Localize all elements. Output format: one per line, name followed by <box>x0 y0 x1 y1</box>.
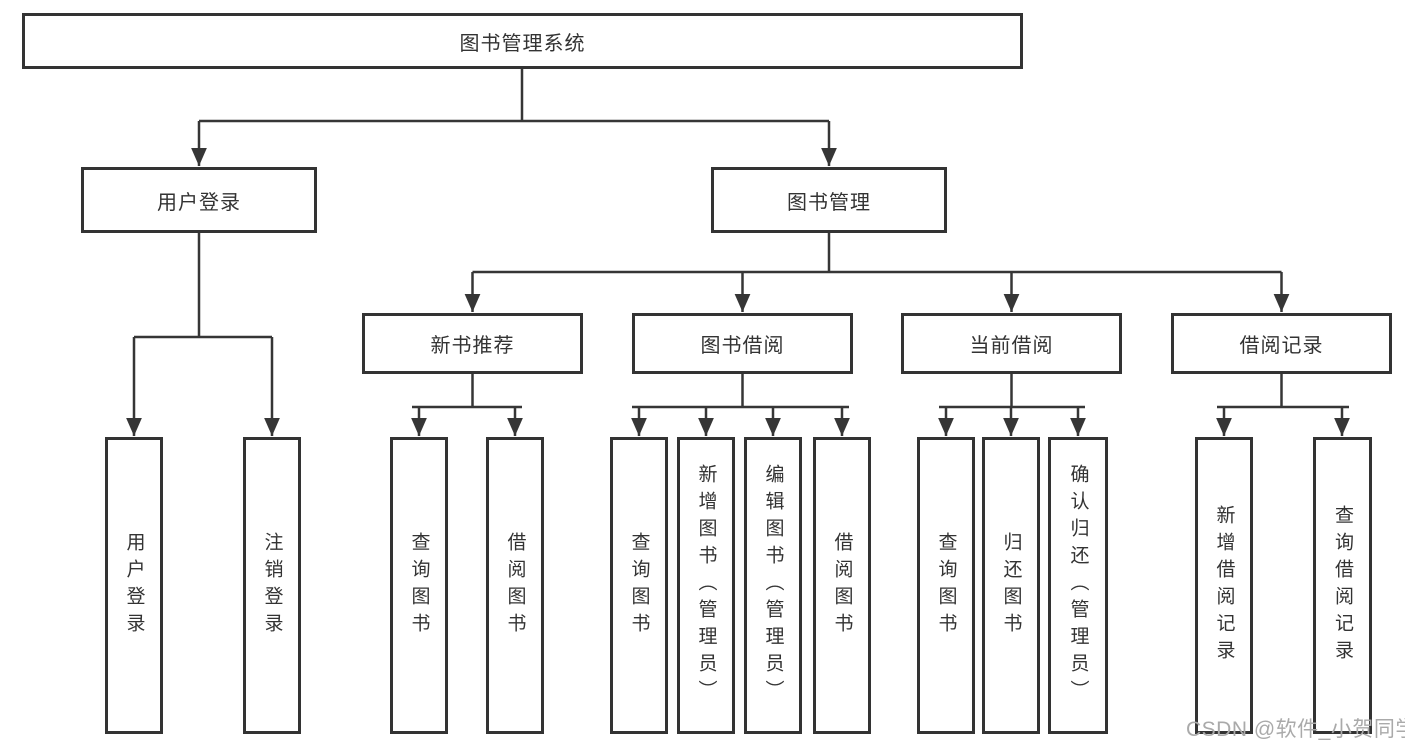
node-label: 新增图书（管理员） <box>695 464 717 707</box>
node-label: 用户登录 <box>123 531 145 640</box>
node-label: 新书推荐 <box>430 335 515 357</box>
leaf-query-books-recommend: 查询图书 <box>390 437 448 734</box>
csdn-watermark: CSDN @软件_小贺同学 <box>1186 718 1405 741</box>
node-label: 借阅记录 <box>1239 335 1324 357</box>
node-borrowing-records: 借阅记录 <box>1171 313 1392 374</box>
leaf-logout: 注销登录 <box>243 437 301 734</box>
node-label: 新增借阅记录 <box>1213 504 1235 667</box>
node-label: 查询借阅记录 <box>1332 504 1353 667</box>
node-book-borrowing: 图书借阅 <box>632 313 853 374</box>
node-label: 查询图书 <box>935 531 957 640</box>
node-book-management: 图书管理 <box>711 167 947 233</box>
node-label: 查询图书 <box>408 531 430 640</box>
leaf-query-books-current: 查询图书 <box>917 437 975 734</box>
leaf-add-borrow-record: 新增借阅记录 <box>1195 437 1253 734</box>
leaf-borrow-books-recommend: 借阅图书 <box>486 437 544 734</box>
leaf-query-books-borrow: 查询图书 <box>610 437 668 734</box>
node-label: 用户登录 <box>157 191 241 214</box>
node-current-borrowing: 当前借阅 <box>901 313 1122 374</box>
leaf-add-books-admin: 新增图书（管理员） <box>677 437 735 734</box>
node-label: 借阅图书 <box>831 531 853 640</box>
node-user-login: 用户登录 <box>81 167 317 233</box>
leaf-borrow-books: 借阅图书 <box>813 437 871 734</box>
node-label: 注销登录 <box>261 531 283 640</box>
node-library-management-system: 图书管理系统 <box>22 13 1023 69</box>
node-label: 当前借阅 <box>969 335 1054 357</box>
node-label: 查询图书 <box>628 531 650 640</box>
node-label: 图书管理系统 <box>459 32 586 55</box>
node-label: 归还图书 <box>1000 531 1022 640</box>
leaf-edit-books-admin: 编辑图书（管理员） <box>744 437 802 734</box>
leaf-query-borrow-record: 查询借阅记录 <box>1313 437 1372 734</box>
node-new-book-recommendation: 新书推荐 <box>362 313 583 374</box>
leaf-confirm-return-admin: 确认归还（管理员） <box>1048 437 1108 734</box>
node-label: 确认归还（管理员） <box>1067 464 1089 707</box>
node-label: 借阅图书 <box>504 531 526 640</box>
node-label: 图书借阅 <box>700 335 785 357</box>
leaf-return-books: 归还图书 <box>982 437 1040 734</box>
leaf-user-login: 用户登录 <box>105 437 163 734</box>
node-label: 图书管理 <box>787 191 871 214</box>
node-label: 编辑图书（管理员） <box>762 464 784 707</box>
